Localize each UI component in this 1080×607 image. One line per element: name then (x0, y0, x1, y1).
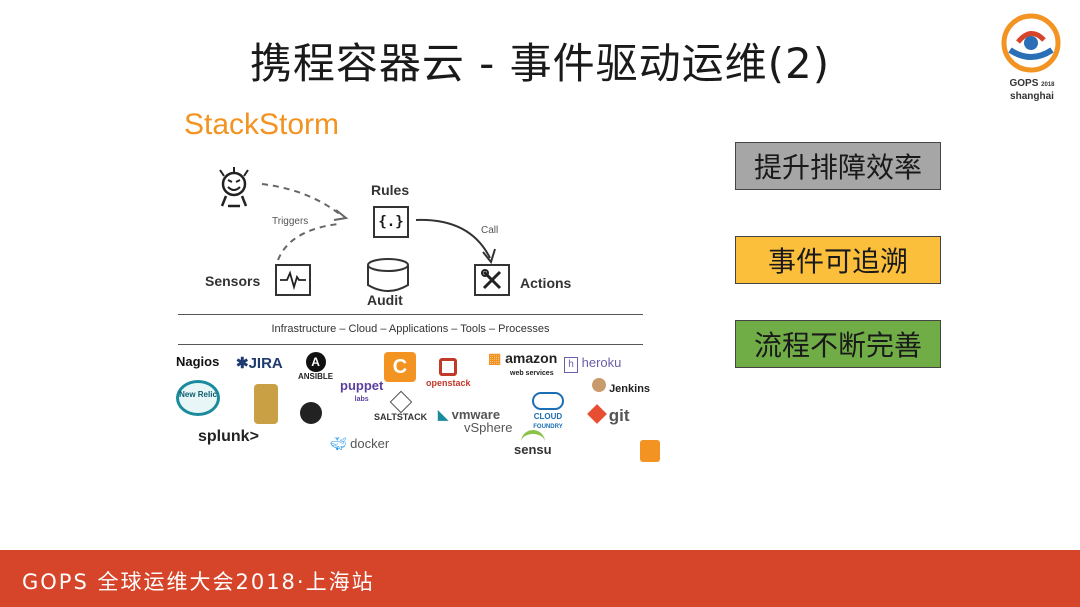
jenkins-logo: Jenkins (592, 378, 650, 395)
ansible-icon: A (305, 352, 326, 372)
openstack-logo: openstack (426, 358, 471, 388)
gops-logo: GOPS 2018 shanghai (992, 8, 1072, 106)
integration-logos: Nagios ✱JIRA A ANSIBLE puppet labs C ope… (170, 350, 670, 470)
slide-title: 携程容器云 - 事件驱动运维(2) (249, 39, 831, 88)
git-icon (587, 404, 607, 424)
stackstorm-title: StackStorm (184, 108, 340, 141)
rules-label: Rules (371, 182, 410, 198)
puppet-label: puppet (340, 378, 384, 393)
amazon-logo: ▦ amazon web services (488, 350, 558, 380)
amazon-sub: web services (510, 370, 554, 377)
docker-icon: 🐳︎ (330, 436, 347, 451)
cloudfoundry-label: CLOUD (533, 412, 563, 421)
vmware-logo: ◣ vmware vSphere (438, 408, 512, 434)
docker-label: docker (350, 436, 390, 451)
amazon-icon: ▦ (488, 350, 502, 366)
jenkins-label: Jenkins (609, 383, 651, 395)
git-logo: git (587, 404, 630, 426)
footer-text: GOPS 全球运维大会2018·上海站 (22, 570, 375, 594)
triggers-label: Triggers (272, 216, 309, 227)
heroku-label: heroku (581, 355, 622, 370)
jira-label: JIRA (248, 355, 283, 372)
gops-logo-icon (1001, 13, 1061, 73)
flow-arrows (261, 183, 496, 265)
rules-icon: {.} (373, 206, 409, 238)
docker-logo: 🐳︎ docker (330, 436, 389, 452)
sensu-label: sensu (514, 442, 552, 457)
openstack-label: openstack (426, 378, 471, 388)
audit-database-icon (367, 258, 409, 292)
newrelic-label: New Relic (179, 390, 217, 399)
heroku-icon: h (564, 357, 578, 373)
splunk-logo: splunk> (198, 428, 259, 445)
newrelic-logo: New Relic (176, 380, 220, 416)
actions-label: Actions (520, 275, 572, 291)
infra-divider-top (178, 314, 643, 315)
sensu-logo: sensu (514, 430, 552, 456)
infrastructure-line: Infrastructure – Cloud – Applications – … (271, 323, 550, 335)
vmware-icon: ◣ (438, 407, 448, 422)
cloudfoundry-sub: FOUNDRY (533, 424, 563, 430)
footer-bar: GOPS 全球运维大会2018·上海站 (0, 550, 1080, 607)
call-label: Call (481, 225, 499, 236)
tag-event-traceable: 事件可追溯 (735, 236, 941, 284)
vsphere-label: vSphere (464, 420, 513, 435)
logo-name: GOPS (1009, 78, 1039, 89)
tag-process-improvement: 流程不断完善 (735, 320, 941, 368)
jenkins-icon (592, 378, 606, 392)
logo-city: shanghai (1010, 91, 1054, 102)
logo-year: 2018 (1041, 82, 1055, 88)
ansible-logo: A ANSIBLE (298, 352, 333, 381)
github-octocat-icon (300, 402, 322, 424)
stackstorm-small-logo (640, 440, 660, 462)
stackstorm-diagram: Rules {.} Triggers Call Sensors Audit Ac… (170, 160, 650, 310)
jira-logo: ✱JIRA (236, 355, 283, 372)
amazon-label: amazon (505, 350, 558, 366)
nagios-logo: Nagios (176, 354, 220, 369)
sensors-icon (275, 264, 311, 296)
chef-logo: C (384, 352, 416, 382)
mascot-logo (254, 384, 278, 424)
openstack-icon (439, 358, 458, 376)
tag-improve-troubleshooting: 提升排障效率 (735, 142, 941, 190)
cloudfoundry-icon (532, 392, 564, 410)
puppet-logo: puppet labs (340, 378, 384, 405)
actions-icon (474, 264, 510, 296)
sensors-label: Sensors (205, 273, 261, 289)
vmware-label: vmware (451, 407, 501, 422)
git-label: git (608, 406, 630, 425)
ansible-label: ANSIBLE (298, 372, 334, 381)
saltstack-icon (389, 390, 412, 414)
audit-label: Audit (367, 292, 403, 308)
cloudfoundry-logo: CLOUD FOUNDRY (532, 392, 564, 432)
heroku-logo: h heroku (564, 355, 621, 373)
saltstack-logo: SALTSTACK (374, 390, 428, 422)
puppet-sub: labs (354, 396, 369, 403)
sensu-icon (520, 430, 545, 442)
saltstack-label: SALTSTACK (374, 412, 428, 422)
smiley-user-icon (219, 167, 249, 208)
infra-divider-bottom (178, 344, 643, 345)
